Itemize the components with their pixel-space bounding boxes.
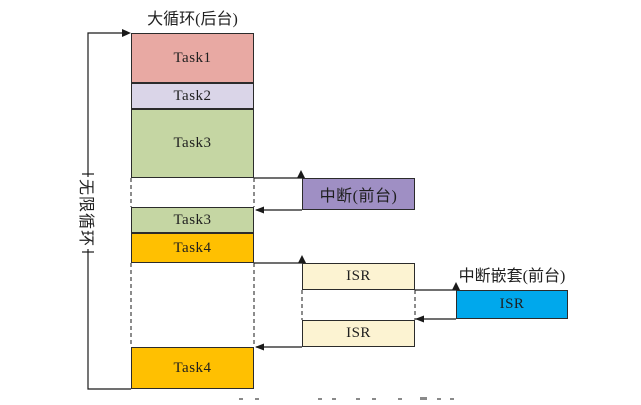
task1-block: Task1 [131, 33, 254, 83]
arrowheads [122, 29, 460, 351]
task4-resumed-block: Task4 [131, 347, 254, 389]
isr-block-first: ISR [302, 263, 415, 290]
task2-block: Task2 [131, 83, 254, 109]
dashed-suspended-edges [130, 178, 416, 347]
interrupt-block: 中断(前台) [302, 178, 415, 210]
isr-block-second: ISR [302, 320, 415, 347]
arrow-up-nested-isr [452, 282, 460, 290]
isr-block-nested: ISR [456, 290, 568, 319]
task3-block: Task3 [131, 109, 254, 178]
arrow-into-task1 [122, 29, 131, 37]
arrow-up-interrupt [297, 170, 305, 178]
infinite-loop-label: 无限循环 [77, 177, 98, 249]
arrow-up-isr [298, 255, 306, 263]
nested-interrupt-title: 中断嵌套(前台) [458, 268, 566, 285]
big-loop-title: 大循环(后台) [147, 11, 238, 28]
arrow-left-task3 [255, 206, 264, 214]
task3-resumed-block: Task3 [131, 207, 254, 233]
cropped-caption-remnant [239, 397, 454, 400]
task4-block: Task4 [131, 233, 254, 263]
arrow-left-task4 [255, 343, 264, 351]
arrow-left-isr-column [415, 315, 424, 323]
